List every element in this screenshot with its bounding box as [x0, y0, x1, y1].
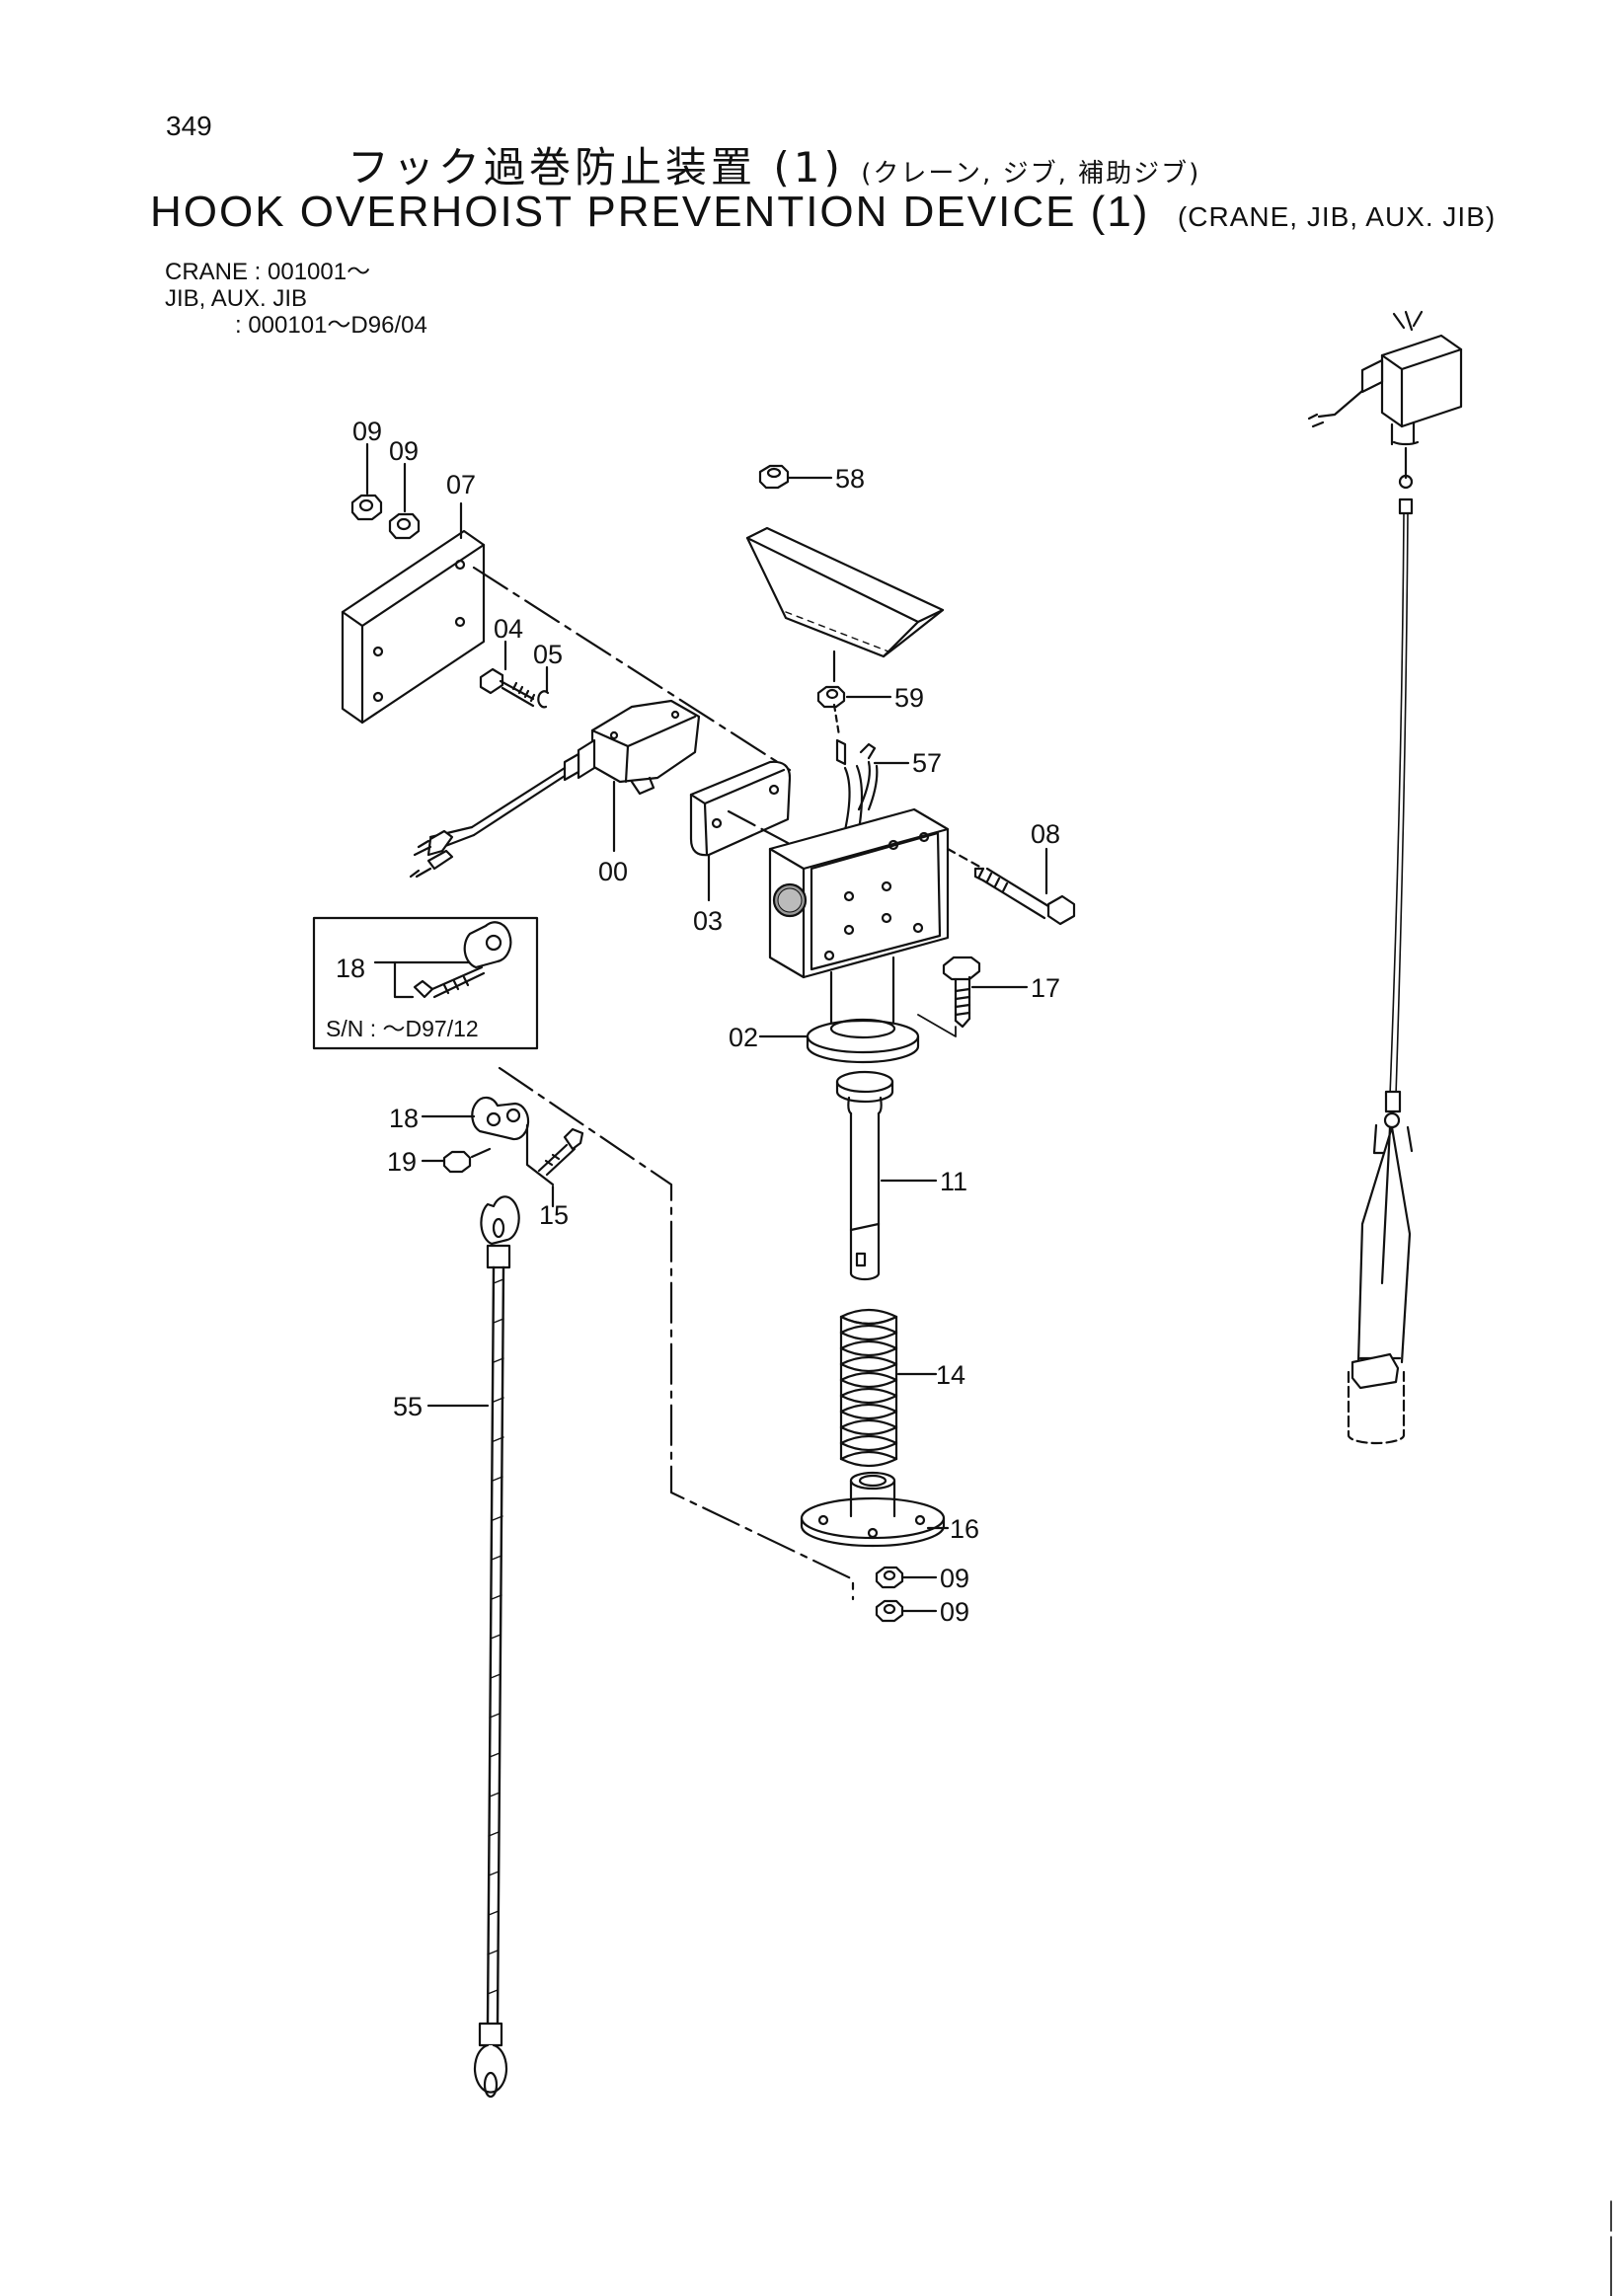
callout-17: 17: [1031, 973, 1060, 1003]
callout-16: 16: [950, 1514, 979, 1544]
callout-labels: 09 09 07 04 05 58 59 57 08 00 03 17 02 1…: [326, 417, 1060, 1627]
nut-09-b: [388, 512, 421, 540]
spring-14: [839, 1308, 898, 1468]
shackle-18: [471, 1096, 530, 1141]
callout-05: 05: [533, 640, 563, 669]
angle-bracket: [745, 526, 945, 658]
inset-callout-18: 18: [336, 954, 365, 983]
inset-box: [312, 916, 539, 1050]
callout-09-c: 09: [940, 1564, 969, 1593]
bolt-17: [942, 956, 981, 1029]
title-english: HOOK OVERHOIST PREVENTION DEVICE (1) (CR…: [150, 188, 1496, 237]
plate-07: [341, 529, 486, 725]
spring-seat-16: [800, 1471, 946, 1548]
nut-58: [758, 464, 790, 490]
limit-switch-00: [409, 699, 701, 879]
pin-11: [835, 1070, 894, 1281]
serial-jib-range: : 000101～D96/04: [235, 312, 427, 339]
inset-serial-note: S/N : ～D97/12: [326, 1016, 479, 1041]
nut-09-c: [875, 1566, 904, 1589]
callout-03: 03: [693, 906, 723, 936]
callout-11: 11: [940, 1167, 967, 1196]
wire-rope-55: [473, 1195, 520, 2099]
nut-19: [442, 1150, 472, 1174]
callout-19: 19: [387, 1147, 417, 1177]
title-japanese: フック過巻防止装置 (1) (クレーン, ジブ, 補助ジブ): [347, 134, 1200, 194]
callout-00: 00: [598, 857, 628, 886]
callout-15: 15: [539, 1200, 569, 1230]
callout-08: 08: [1031, 819, 1060, 849]
bolt-08: [973, 867, 1076, 926]
callout-02: 02: [729, 1023, 758, 1052]
callout-59: 59: [894, 683, 924, 713]
page-number: 349: [166, 111, 212, 141]
title-japanese-sub: (クレーン, ジブ, 補助ジブ): [861, 159, 1201, 189]
callout-57: 57: [912, 748, 942, 778]
nut-09-d: [875, 1599, 904, 1623]
callout-14: 14: [936, 1360, 965, 1390]
serial-jib-label: JIB, AUX. JIB: [165, 285, 308, 312]
title-english-sub: (CRANE, JIB, AUX. JIB): [1177, 201, 1497, 232]
nut-59: [816, 685, 846, 709]
callout-18: 18: [389, 1104, 419, 1133]
callout-09-b: 09: [389, 436, 419, 466]
overview-illustration: [1307, 310, 1463, 1445]
washer-05: [537, 690, 550, 709]
callout-55: 55: [393, 1392, 423, 1421]
cover-03: [689, 760, 792, 857]
bolt-15: [537, 1127, 584, 1177]
callout-04: 04: [494, 614, 523, 644]
serial-crane: CRANE : 001001～: [165, 259, 371, 285]
callout-07: 07: [446, 470, 476, 499]
title-japanese-main: フック過巻防止装置 (1): [347, 143, 844, 191]
housing-02: [806, 956, 920, 1064]
callout-58: 58: [835, 464, 865, 494]
housing-block: [768, 807, 950, 979]
callout-09-a: 09: [352, 417, 382, 446]
bolt-04: [479, 667, 536, 708]
callout-09-d: 09: [940, 1597, 969, 1627]
nut-09-a: [350, 494, 383, 521]
title-english-main: HOOK OVERHOIST PREVENTION DEVICE (1): [150, 188, 1150, 236]
